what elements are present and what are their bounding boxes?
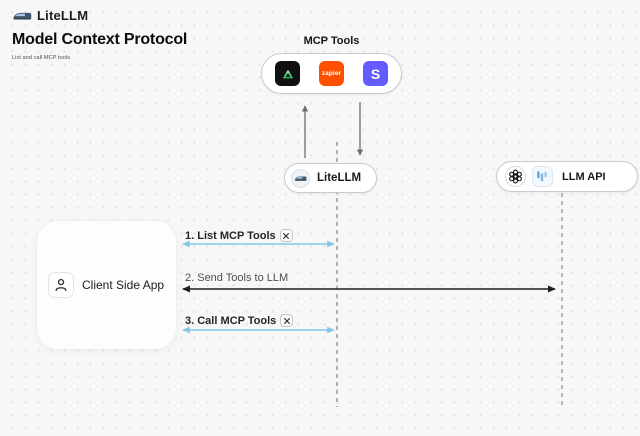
client-node-label: Client Side App	[82, 278, 165, 292]
blue-bars-glyph	[537, 171, 547, 182]
openai-icon	[505, 166, 526, 187]
litellm-node-icon	[291, 168, 310, 188]
llm-api-node: LLM API	[496, 161, 638, 192]
tools-icon	[280, 314, 294, 327]
s-letter: S	[370, 65, 381, 82]
page-subtitle: List and call MCP tools	[12, 55, 71, 61]
openai-knot-glyph	[509, 169, 522, 184]
brand: LiteLLM	[12, 8, 88, 23]
mcp-tools-node: zapier S	[261, 53, 402, 94]
message-list-mcp-tools: 1. List MCP Tools	[185, 229, 293, 242]
mcp-tools-label: MCP Tools	[303, 35, 360, 47]
litellm-node-label: LiteLLM	[317, 172, 362, 184]
message-send-tools-to-llm: 2. Send Tools to LLM	[185, 272, 288, 284]
message-3-label: 3. Call MCP Tools	[185, 314, 277, 327]
litellm-node: LiteLLM	[284, 163, 377, 193]
tools-icon	[279, 229, 293, 242]
brand-label: LiteLLM	[37, 8, 89, 23]
zapier-wordmark: zapier	[321, 70, 342, 77]
message-2-label: 2. Send Tools to LLM	[185, 272, 289, 284]
llm-api-node-label: LLM API	[562, 170, 606, 183]
client-side-app-node: Client Side App	[36, 220, 177, 350]
s-logo-icon: S	[363, 61, 388, 86]
litellm-train-icon	[13, 12, 32, 19]
person-glyph	[55, 278, 67, 292]
green-triangle-glyph	[282, 69, 293, 78]
litellm-train-icon	[294, 175, 307, 181]
llm-provider-icon	[532, 166, 553, 187]
message-call-mcp-tools: 3. Call MCP Tools	[185, 314, 294, 327]
message-1-label: 1. List MCP Tools	[185, 229, 276, 242]
zapier-logo-icon: zapier	[319, 61, 344, 86]
person-icon	[48, 272, 74, 298]
triangle-logo-icon	[275, 61, 300, 86]
page-title: Model Context Protocol	[12, 31, 188, 48]
